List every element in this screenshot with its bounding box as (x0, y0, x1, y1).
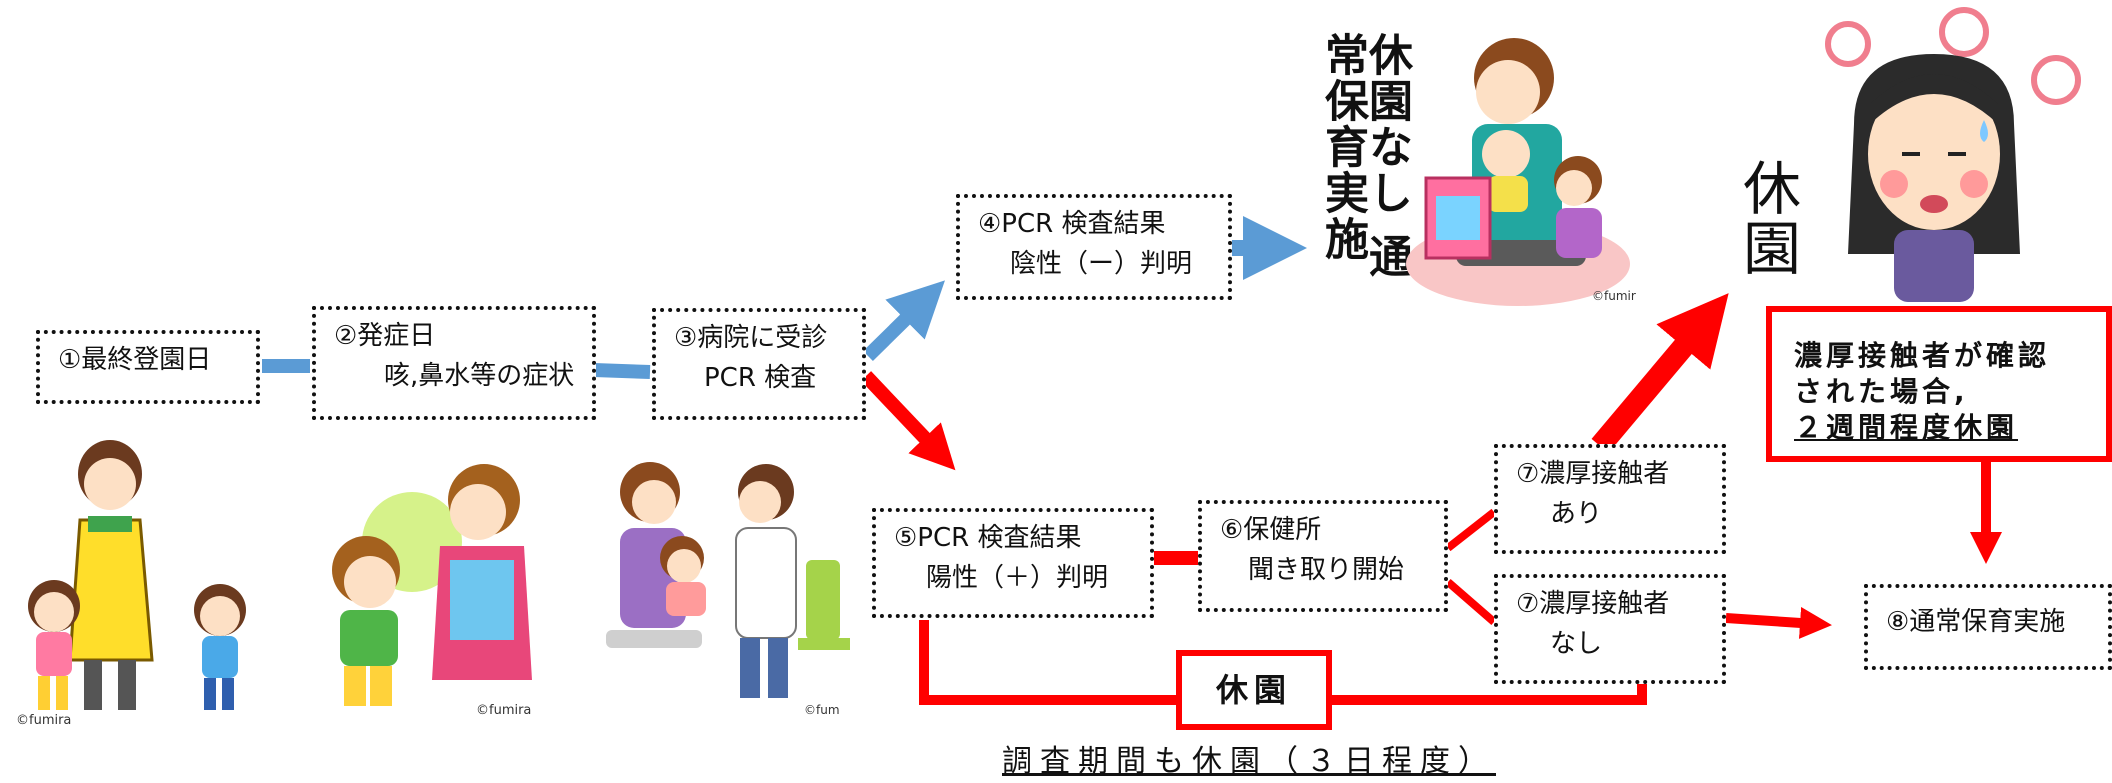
step-5-title: ⑤PCR 検査結果 (894, 523, 1082, 553)
step-1-last-attendance: ①最終登園日 (36, 330, 260, 404)
illustration-reading-book: ©fumira (1406, 38, 1636, 306)
credit-2: ©fumira (476, 703, 531, 718)
closure-small-box: 休園 (1176, 650, 1332, 730)
step-3-title: ③病院に受診 (674, 323, 828, 353)
arrow-3-to-4 (863, 280, 945, 361)
illustration-teacher-with-children: ©fumira (16, 440, 246, 728)
illustration-doctor-exam: ©fum (606, 462, 850, 717)
credit-4: ©fumira (1592, 289, 1636, 303)
credit-1: ©fumira (16, 713, 71, 728)
note-line-2: された場合, (1794, 375, 1969, 408)
step-6-detail: 聞き取り開始 (1248, 555, 1405, 585)
step-2-title: ②発症日 (334, 321, 436, 351)
step-3-hospital: ③病院に受診 PCR 検査 (652, 308, 866, 420)
step-7-contacts-yes: ⑦濃厚接触者 あり (1494, 444, 1726, 554)
illustration-teacher-with-sick-child: ©fumira (332, 464, 532, 718)
arrow-3-to-5 (860, 371, 956, 471)
step-4-detail: 陰性（ー）判明 (1010, 249, 1193, 279)
step-7a-detail: あり (1550, 499, 1603, 529)
step-1-label: ①最終登園日 (58, 345, 212, 375)
step-6-title: ⑥保健所 (1220, 515, 1322, 545)
step-7b-detail: なし (1550, 629, 1603, 659)
step-7a-title: ⑦濃厚接触者 (1516, 459, 1670, 489)
step-4-negative-result: ④PCR 検査結果 陰性（ー）判明 (956, 194, 1232, 300)
step-3-detail: PCR 検査 (704, 363, 817, 393)
no-closure-label: 休園なし (1361, 32, 1412, 216)
connector-6-7a (1445, 508, 1497, 552)
arrow-7a-to-closure (1591, 293, 1729, 454)
negative-outcome-text: 休園なし 通常保育実施 (1317, 32, 1412, 302)
note-line-3: ２週間程度休園 (1794, 411, 2019, 444)
credit-3: ©fum (804, 703, 840, 717)
step-8-label: ⑧通常保育実施 (1886, 607, 2066, 637)
step-7b-title: ⑦濃厚接触者 (1516, 589, 1670, 619)
connector-6-7b (1445, 578, 1497, 626)
closure-small-label: 休園 (1215, 671, 1292, 709)
step-2-detail: 咳,鼻水等の症状 (384, 361, 575, 391)
step-6-health-center: ⑥保健所 聞き取り開始 (1198, 500, 1448, 612)
illustration-worried-woman (1825, 7, 2081, 302)
connector-2-3 (593, 363, 651, 379)
arrow-7b-to-8 (1725, 606, 1832, 639)
close-contact-note: 濃厚接触者が確認 された場合, ２週間程度休園 (1766, 306, 2112, 462)
step-5-detail: 陽性（＋）判明 (926, 563, 1109, 593)
closure-big-label: 休園 (1733, 158, 1801, 278)
normal-care-label: 通常保育実施 (1317, 32, 1412, 280)
investigation-period-note: 調査期間も休園（３日程度） (1002, 744, 1496, 779)
note-line-1: 濃厚接触者が確認 (1794, 339, 2051, 372)
step-8-normal-care: ⑧通常保育実施 (1864, 584, 2112, 670)
step-4-title: ④PCR 検査結果 (978, 209, 1166, 239)
step-5-positive-result: ⑤PCR 検査結果 陽性（＋）判明 (872, 508, 1154, 618)
step-7-contacts-no: ⑦濃厚接触者 なし (1494, 574, 1726, 684)
step-2-onset: ②発症日 咳,鼻水等の症状 (312, 306, 596, 420)
